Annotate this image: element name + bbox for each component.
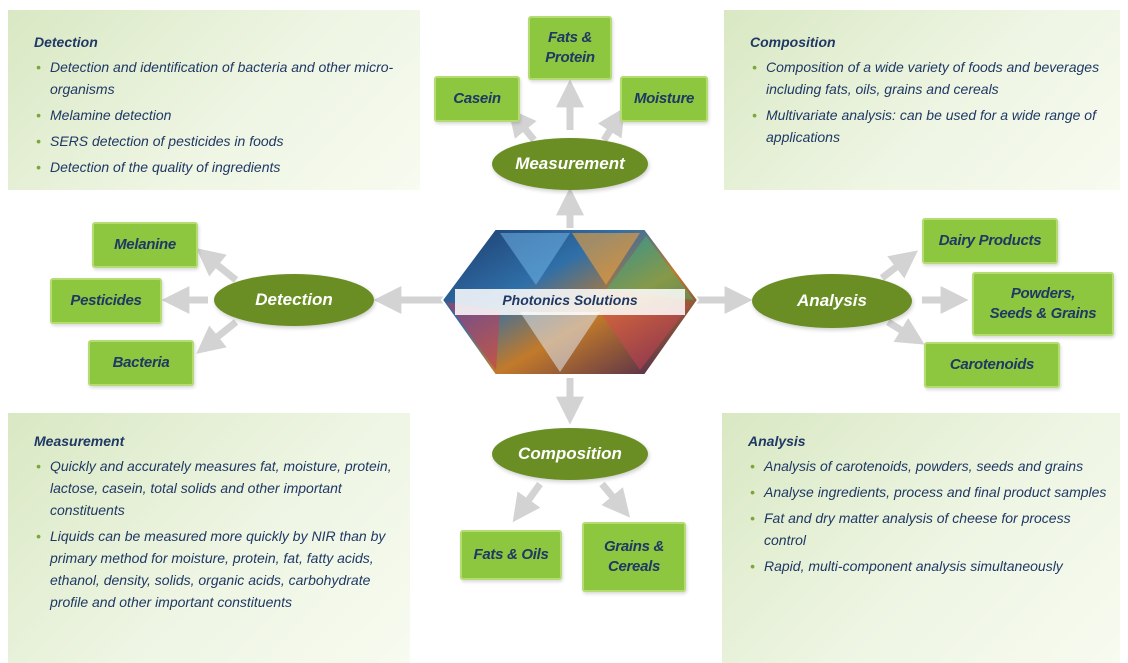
arrow-to-melanine [196, 248, 239, 283]
composition-item: Multivariate analysis: can be used for a… [750, 104, 1106, 148]
leaf-melanine[interactable]: Melanine [92, 222, 198, 268]
leaf-grains-cereals[interactable]: Grains & Cereals [582, 522, 686, 592]
measurement-item: Quickly and accurately measures fat, moi… [34, 455, 400, 521]
detection-item: SERS detection of pesticides in foods [34, 130, 406, 152]
arrow-to-fats-oils [512, 481, 543, 523]
composition-panel: Composition Composition of a wide variet… [724, 10, 1120, 190]
hub-detection[interactable]: Detection [214, 274, 374, 326]
composition-panel-title: Composition [750, 34, 836, 50]
hub-measurement[interactable]: Measurement [492, 138, 648, 190]
leaf-casein[interactable]: Casein [434, 76, 520, 122]
arrow-to-dairy-products [879, 250, 918, 281]
arrow-to-casein [508, 108, 537, 143]
detection-panel-title: Detection [34, 34, 98, 50]
leaf-dairy-products[interactable]: Dairy Products [922, 218, 1058, 264]
composition-item: Composition of a wide variety of foods a… [750, 56, 1106, 100]
measurement-item: Liquids can be measured more quickly by … [34, 525, 400, 613]
analysis-item: Analysis of carotenoids, powders, seeds … [748, 455, 1110, 477]
detection-item: Detection of the quality of ingredients [34, 156, 406, 178]
detection-item: Detection and identification of bacteria… [34, 56, 406, 100]
arrow-to-bacteria [196, 319, 239, 354]
detection-item: Melamine detection [34, 104, 406, 126]
arrow-to-grains-cereals [599, 481, 631, 518]
leaf-fats-protein[interactable]: Fats & Protein [528, 16, 612, 80]
analysis-panel: Analysis Analysis of carotenoids, powder… [722, 413, 1120, 663]
arrow-to-moisture [597, 107, 625, 142]
leaf-moisture[interactable]: Moisture [620, 76, 708, 122]
detection-panel: Detection Detection and identification o… [8, 10, 420, 190]
hub-composition[interactable]: Composition [492, 428, 648, 480]
arrow-to-carotenoids [886, 318, 925, 345]
measurement-panel: Measurement Quickly and accurately measu… [8, 413, 410, 663]
photonics-hexagon [440, 228, 700, 376]
center-label: Photonics Solutions [502, 292, 638, 308]
hub-analysis[interactable]: Analysis [752, 274, 912, 328]
analysis-item: Fat and dry matter analysis of cheese fo… [748, 507, 1110, 551]
leaf-powders-seeds-grains[interactable]: Powders, Seeds & Grains [972, 272, 1114, 336]
leaf-bacteria[interactable]: Bacteria [88, 340, 194, 386]
leaf-fats-oils[interactable]: Fats & Oils [460, 530, 562, 580]
leaf-pesticides[interactable]: Pesticides [50, 278, 162, 324]
leaf-carotenoids[interactable]: Carotenoids [924, 342, 1060, 388]
analysis-panel-title: Analysis [748, 433, 806, 449]
analysis-item: Analyse ingredients, process and final p… [748, 481, 1110, 503]
analysis-item: Rapid, multi-component analysis simultan… [748, 555, 1110, 577]
measurement-panel-title: Measurement [34, 433, 125, 449]
